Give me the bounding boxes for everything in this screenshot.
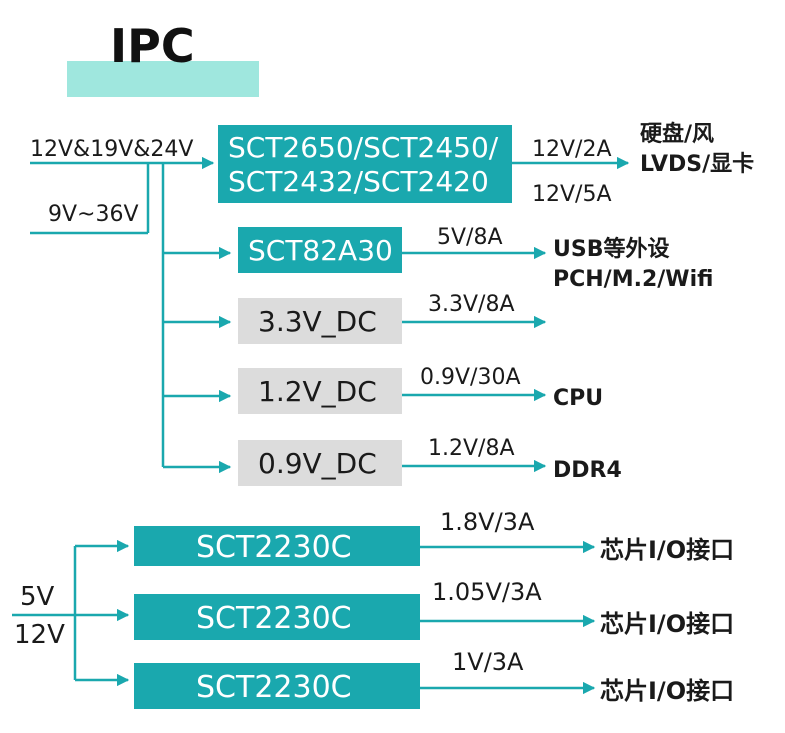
rating-1v05-3a: 1.05V/3A <box>432 578 542 606</box>
rating-1v2-8a: 1.2V/8A <box>428 436 515 461</box>
box-1v2-dc <box>238 368 402 414</box>
load-usb: USB等外设 <box>553 236 669 262</box>
rating-12v-2a: 12V/2A <box>532 137 612 162</box>
load-cpu: CPU <box>553 386 603 411</box>
load-hdd-fan: 硬盘/风 <box>640 121 714 147</box>
rating-5v-8a: 5V/8A <box>437 225 503 250</box>
box-1v2-dc-label: 1.2V_DC <box>258 375 377 408</box>
input-voltage-top: 12V&19V&24V <box>30 137 193 162</box>
box-sct2230c-c-label: SCT2230C <box>196 670 352 705</box>
box-0v9-dc <box>238 440 402 486</box>
load-lvds-gpu: LVDS/显卡 <box>640 152 754 177</box>
input-voltage-side: 9V~36V <box>48 202 139 227</box>
rating-1v8-3a: 1.8V/3A <box>440 508 535 536</box>
rating-0v9-30a: 0.9V/30A <box>420 365 521 390</box>
box-sct2230c-c <box>134 663 420 709</box>
rating-1v-3a: 1V/3A <box>452 648 524 676</box>
load-io-b: 芯片I/O接口 <box>600 610 734 638</box>
box-sct82a30-label: SCT82A30 <box>248 234 393 267</box>
title-band <box>67 61 259 97</box>
input-voltage-12v: 12V <box>14 620 65 650</box>
page-title: IPC <box>110 19 195 73</box>
box-sct2650-line2: SCT2432/SCT2420 <box>228 165 489 198</box>
load-pch: PCH/M.2/Wifi <box>553 267 713 292</box>
box-sct2230c-b-label: SCT2230C <box>196 601 352 636</box>
load-ddr4: DDR4 <box>553 458 622 483</box>
upper-connectors <box>30 156 630 474</box>
box-sct82a30 <box>238 227 402 273</box>
rating-12v-5a: 12V/5A <box>532 182 612 207</box>
load-io-a: 芯片I/O接口 <box>600 536 734 564</box>
box-sct2650 <box>218 125 512 203</box>
load-io-c: 芯片I/O接口 <box>600 677 734 705</box>
box-sct2230c-b <box>134 594 420 640</box>
box-3v3-dc <box>238 298 402 344</box>
box-sct2650-line1: SCT2650/SCT2450/ <box>228 131 499 164</box>
box-0v9-dc-label: 0.9V_DC <box>258 447 377 480</box>
rating-3v3-8a: 3.3V/8A <box>428 292 515 317</box>
input-voltage-5v: 5V <box>20 582 55 612</box>
box-sct2230c-a-label: SCT2230C <box>196 530 352 565</box>
box-3v3-dc-label: 3.3V_DC <box>258 305 377 338</box>
box-sct2230c-a <box>134 526 420 566</box>
lower-connectors <box>12 539 596 695</box>
